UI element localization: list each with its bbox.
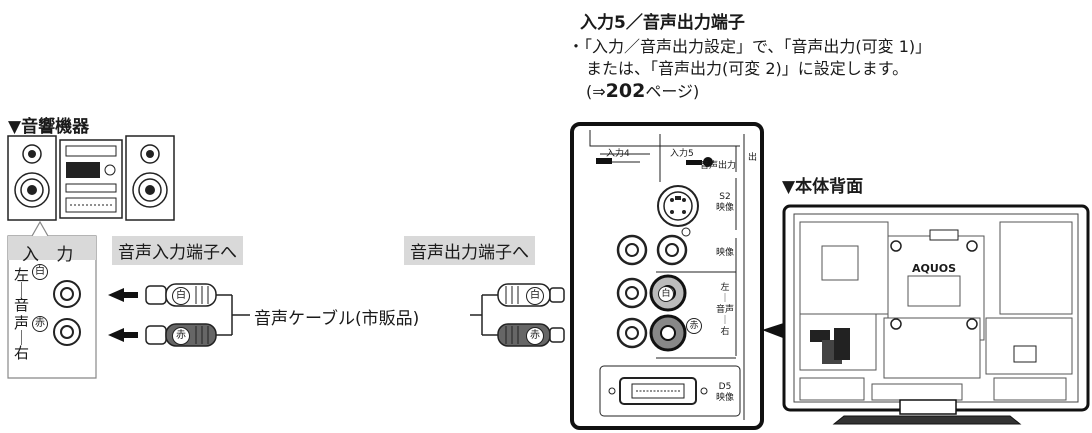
left-speaker-icon <box>7 135 57 221</box>
panel-audio-out-label: 音声出力 <box>700 161 737 171</box>
note-line-3: (⇒202ページ) <box>586 80 699 103</box>
cable-right-white-mark: 白 <box>526 287 544 305</box>
cable-right-red-mark: 赤 <box>526 327 544 345</box>
device-right-audio-label: 声 ｜ 右 <box>14 314 30 362</box>
section-title: 入力5／音声出力端子 <box>580 13 745 33</box>
note-ref-prefix: (⇒ <box>586 82 606 101</box>
device-input-label: 入 力 <box>22 245 80 265</box>
stereo-unit-icon <box>59 139 123 219</box>
panel-side-label: 出 <box>748 153 758 163</box>
panel-s2-label: S2 映像 <box>716 192 735 213</box>
note-line-2: または、「音声出力(可変 2)」に設定します。 <box>586 59 909 78</box>
note-line-1: ・「入力／音声出力設定」で、「音声出力(可変 1)」 <box>568 37 932 56</box>
tv-brand-logo: AQUOS <box>912 262 957 275</box>
device-red-mark: 赤 <box>32 316 48 332</box>
input-terminal-label: 音声入力端子へ <box>112 236 243 265</box>
panel-audio-lr-label: 左 ｜ 音声 ｜ 右 <box>716 283 735 337</box>
panel-d5-label: D5 映像 <box>716 382 735 403</box>
arrow-to-device <box>108 288 138 342</box>
device-white-mark: 白 <box>32 264 48 280</box>
terminal-panel <box>570 122 764 430</box>
cable-left-red-mark: 赤 <box>172 327 190 345</box>
note-ref-suffix: ページ) <box>645 82 700 101</box>
tv-back-panel <box>782 204 1090 425</box>
panel-red-mark: 赤 <box>686 318 702 334</box>
panel-input4-label: 入力4 <box>606 149 630 159</box>
tv-back-title: ▼本体背面 <box>782 177 864 197</box>
device-input-jacks <box>7 220 97 379</box>
audio-cable <box>231 294 498 336</box>
output-terminal-label: 音声出力端子へ <box>404 236 535 265</box>
audio-cable-label: 音声ケーブル(市販品) <box>254 309 420 329</box>
panel-input5-label: 入力5 <box>670 149 694 159</box>
panel-white-mark: 白 <box>658 286 674 302</box>
panel-video-label: 映像 <box>716 248 735 258</box>
audio-device-title: ▼音響機器 <box>8 117 90 137</box>
page-ref-link[interactable]: 202 <box>605 80 646 102</box>
right-speaker-icon <box>125 135 175 221</box>
device-left-audio-label: 左 ｜ 音 <box>14 266 30 314</box>
cable-left-white-mark: 白 <box>172 287 190 305</box>
